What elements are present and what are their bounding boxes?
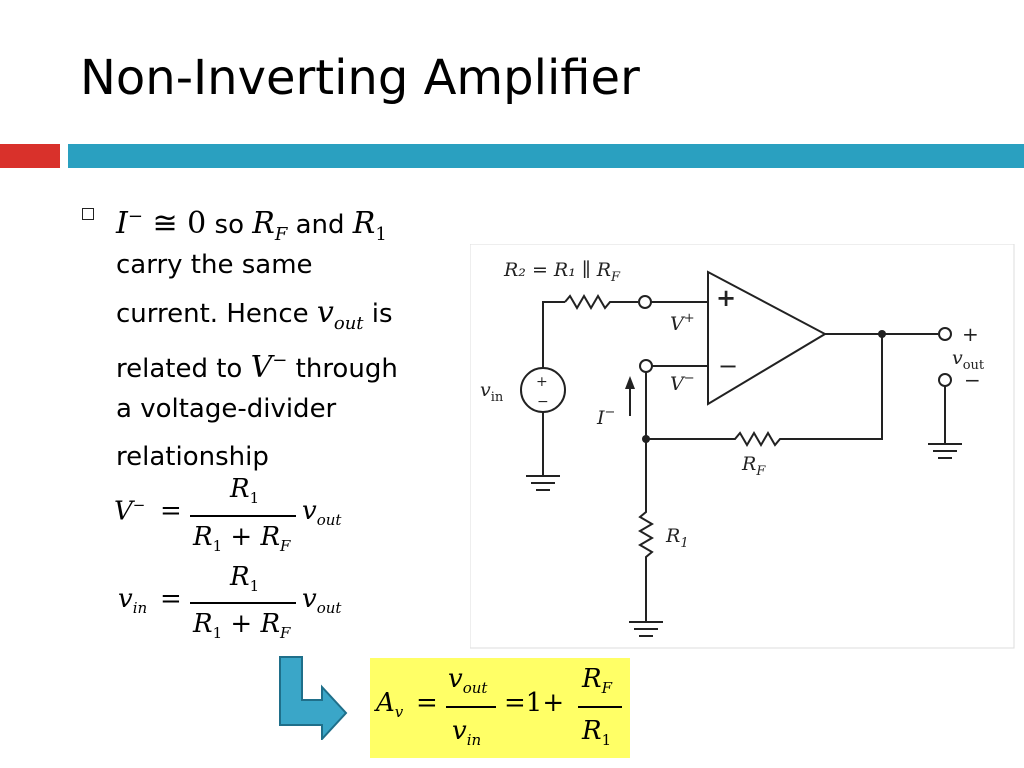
bullet-line-6: relationship xyxy=(116,442,269,472)
down-right-arrow-icon xyxy=(279,656,348,740)
opamp-plus: + xyxy=(716,283,736,312)
opamp-minus: − xyxy=(718,352,738,380)
slide-title: Non-Inverting Amplifier xyxy=(80,50,640,106)
vin-label: vin xyxy=(480,379,504,405)
r1-label: R1 xyxy=(665,525,689,551)
i-minus-label: I− xyxy=(596,405,615,429)
vout-math: vout xyxy=(316,295,364,334)
vout-minus: − xyxy=(964,368,981,392)
vplus-label: V+ xyxy=(670,311,695,335)
i-minus-math: I− ≅ 0 xyxy=(116,206,207,241)
accent-bar-red xyxy=(0,144,60,168)
accent-bar-blue xyxy=(68,144,1024,168)
r1-math: R1 xyxy=(352,206,387,245)
rf-label: RF xyxy=(741,453,766,479)
vminus-label: V− xyxy=(670,371,695,395)
vminus-math: V− xyxy=(250,350,288,385)
word-so: so xyxy=(214,210,244,240)
bullet-line-5: a voltage-divider xyxy=(116,394,337,424)
checkbox-bullet-icon xyxy=(82,208,94,220)
rf-math: RF xyxy=(252,206,288,245)
vout-plus: + xyxy=(962,322,979,346)
bullet-line-2: carry the same xyxy=(116,250,313,280)
r2-label: R₂ = R₁ ∥ RF xyxy=(503,259,621,285)
bullet-line-3: current. Hence vout is xyxy=(116,295,393,334)
source-minus: − xyxy=(537,394,549,410)
circuit-diagram: R₂ = R₁ ∥ RF V+ V− + − I− RF R1 vin vout… xyxy=(470,244,1015,649)
source-plus: + xyxy=(536,374,548,390)
vout-label: vout xyxy=(952,347,985,373)
word-and: and xyxy=(295,210,345,240)
gain-formula-box xyxy=(370,658,630,758)
bullet-line-4: related to V− through xyxy=(116,350,398,385)
